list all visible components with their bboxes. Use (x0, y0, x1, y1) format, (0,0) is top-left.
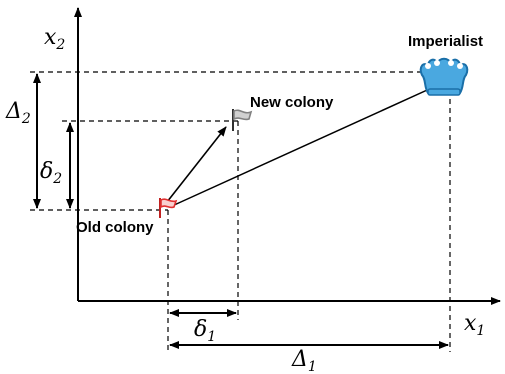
big-delta-y-label: Δ2 (5, 99, 31, 127)
small-delta-y-label: δ2 (40, 159, 62, 187)
guide-lines (30, 71, 451, 352)
crown-gem-left (425, 63, 431, 69)
x-axis-label: x1 (464, 311, 485, 339)
crown-gem-center-right (448, 60, 454, 66)
imperialist-label: Imperialist (408, 33, 483, 50)
imperialist-crown-icon (419, 57, 469, 96)
old-colony-to-imperialist-line (171, 85, 437, 207)
small-delta-x-label: δ1 (194, 317, 216, 345)
old-colony-to-new-colony-arrow (166, 126, 227, 203)
crown-gem-right (457, 63, 463, 69)
big-delta-x-label: Δ1 (291, 347, 317, 374)
old-colony-label: Old colony (76, 219, 154, 236)
new-colony-flag-icon (232, 109, 253, 131)
new-colony-label: New colony (250, 94, 334, 111)
y-axis-label: x2 (44, 25, 65, 53)
new-flag-cloth (233, 109, 253, 121)
crown-gem-center-left (434, 60, 440, 66)
crown-band (427, 88, 461, 96)
old-flag-cloth (160, 198, 178, 209)
old-colony-flag-icon (159, 198, 178, 218)
